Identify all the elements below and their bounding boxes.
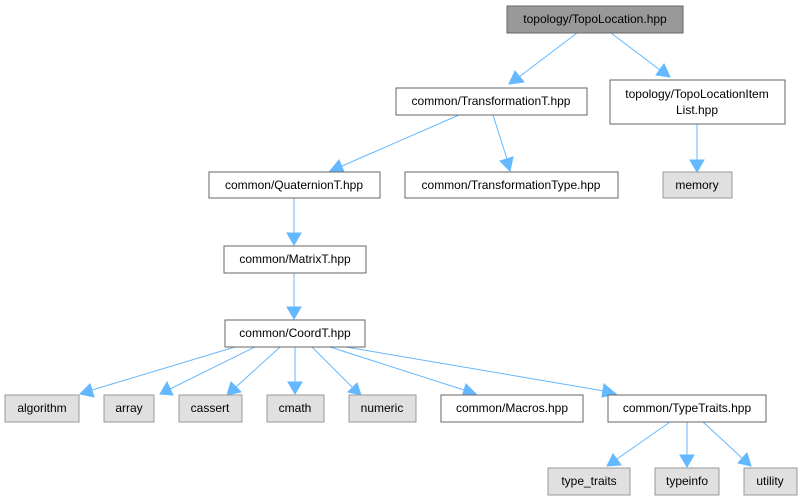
- node-type-traits[interactable]: type_traits: [547, 467, 631, 496]
- edge-transformation-t-to-transformation-type: [492, 114, 514, 173]
- node-type-traits-hpp[interactable]: common/TypeTraits.hpp: [607, 394, 767, 423]
- edge-coord-t-to-cmath: [287, 347, 303, 395]
- node-topo-location-hpp[interactable]: topology/TopoLocation.hpp: [506, 5, 684, 34]
- node-numeric[interactable]: numeric: [348, 394, 417, 423]
- node-label: cmath: [279, 401, 312, 415]
- node-label: type_traits: [561, 474, 616, 488]
- node-utility[interactable]: utility: [743, 467, 798, 496]
- edge-type-traits-hpp-to-typeinfo: [679, 422, 695, 468]
- node-label: numeric: [361, 401, 404, 415]
- node-algorithm[interactable]: algorithm: [4, 394, 80, 423]
- node-topo-location-item-list-hpp[interactable]: topology/TopoLocationItem List.hpp: [609, 79, 786, 125]
- node-cassert[interactable]: cassert: [178, 394, 243, 423]
- edge-quaternion-t-to-matrix-t: [286, 198, 302, 246]
- node-label: common/TransformationType.hpp: [422, 178, 601, 192]
- node-label: common/TypeTraits.hpp: [623, 401, 752, 415]
- node-label: memory: [675, 178, 718, 192]
- edge-coord-t-to-type-traits-hpp: [345, 346, 618, 398]
- node-label: utility: [756, 474, 783, 488]
- edge-coord-t-to-array: [159, 346, 256, 396]
- node-macros-hpp[interactable]: common/Macros.hpp: [440, 394, 584, 423]
- node-label: common/QuaternionT.hpp: [225, 178, 363, 192]
- node-label: cassert: [191, 401, 230, 415]
- node-label: topology/TopoLocation.hpp: [523, 12, 667, 26]
- node-label: common/Macros.hpp: [456, 401, 568, 415]
- node-label: algorithm: [17, 401, 66, 415]
- edge-coord-t-to-algorithm: [78, 346, 236, 398]
- nodes: topology/TopoLocation.hpp common/Transfo…: [4, 5, 798, 496]
- edge-root-to-transformation-t: [508, 32, 578, 85]
- node-memory[interactable]: memory: [662, 171, 733, 199]
- node-transformation-type-hpp[interactable]: common/TransformationType.hpp: [404, 171, 619, 199]
- node-quaternion-t-hpp[interactable]: common/QuaternionT.hpp: [208, 171, 381, 199]
- node-label: common/CoordT.hpp: [239, 326, 351, 340]
- node-label: common/TransformationT.hpp: [412, 94, 571, 108]
- node-label-line2: List.hpp: [676, 103, 718, 117]
- edge-coord-t-to-cassert: [226, 346, 281, 396]
- edge-type-traits-hpp-to-utility: [702, 421, 752, 467]
- edge-type-traits-hpp-to-type-traits: [606, 421, 671, 467]
- edge-topo-location-item-list-to-memory: [689, 124, 705, 173]
- node-typeinfo[interactable]: typeinfo: [654, 467, 720, 496]
- edge-coord-t-to-numeric: [311, 346, 362, 396]
- node-label: array: [115, 401, 142, 415]
- node-array[interactable]: array: [103, 394, 155, 423]
- node-label: common/MatrixT.hpp: [239, 252, 351, 266]
- node-transformation-t-hpp[interactable]: common/TransformationT.hpp: [395, 87, 588, 116]
- edge-transformation-t-to-quaternion-t: [329, 114, 460, 173]
- node-matrix-t-hpp[interactable]: common/MatrixT.hpp: [223, 245, 367, 274]
- node-label: typeinfo: [666, 474, 708, 488]
- node-cmath[interactable]: cmath: [266, 394, 325, 423]
- edge-matrix-t-to-coord-t: [286, 273, 302, 320]
- node-coord-t-hpp[interactable]: common/CoordT.hpp: [224, 319, 366, 348]
- edge-root-to-topo-location-item-list: [610, 32, 671, 78]
- edges: [78, 32, 752, 468]
- node-label-line1: topology/TopoLocationItem: [625, 87, 768, 101]
